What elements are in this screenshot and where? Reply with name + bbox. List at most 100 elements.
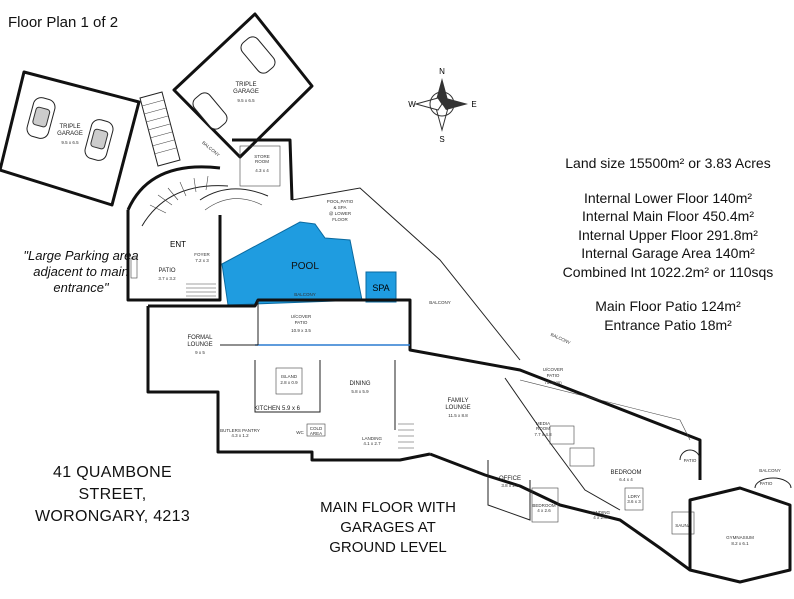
car-icon [192,92,228,130]
kitchen: ISLAND 2.8 x 0.9 KITCHEN 5.9 x 6 BUTLERS… [220,360,326,438]
bedroom2-size: 4 x 2.6 [537,508,551,513]
bed-icon [549,425,575,445]
dining-size: 5.8 x 5.9 [351,389,369,394]
main-floor-patio: Main Floor Patio 124m² [595,298,741,314]
land-size: Land size 15500m² or 3.83 Acres [565,155,771,171]
stairs-top [139,91,181,167]
patio-entry-size: 3.7 x 3.2 [158,276,176,281]
patio-entry-name: PATIO [158,268,175,274]
balcony-tag: BALCONY [201,140,221,158]
store-room-size: 4.3 x 4 [255,168,269,173]
internal-lower: Internal Lower Floor 140m² [583,189,753,206]
office-name: OFFICE [499,476,521,482]
door [130,257,138,279]
landing2-name: LANDING [590,510,611,515]
pool [221,221,363,306]
patio-gym-name: PATIO [760,481,773,486]
address-line1: 41 QUAMBONE STREET, [53,464,172,503]
balcony-tag: BALCONY [429,300,451,305]
stairs [398,423,414,449]
pool-label: POOL [291,261,319,272]
car-icon [84,119,114,161]
foyer-size: 7.2 x 3 [195,258,209,263]
ent-label: ENT [170,240,186,249]
balcony-tag: BALCONY [759,468,781,473]
main-house-walls [146,298,702,572]
formal-lounge-size: 9 x 5 [195,350,205,355]
laundry-name: LDRY [628,494,640,499]
combined-internal: Combined Int 1022.2m² or 110sqs [562,263,774,280]
garage-left-walls [0,70,141,207]
entrance-patio: Entrance Patio 18m² [604,316,732,333]
bedroom-name: BEDROOM [610,470,641,476]
bedroom-size: 6.4 x 4 [619,477,633,482]
internal-main: Internal Main Floor 450.4m² [582,208,754,224]
parking-note: "Large Parking area adjacent to main ent… [23,248,139,295]
car-icon [240,36,276,74]
compass-icon: N W S E [408,67,476,144]
spa-label: SPA [372,283,389,293]
level-caption-line2: GARAGES AT [340,519,436,536]
address-line2: WORONGARY, 4213 [34,508,191,525]
sauna-name: SAUNA [675,523,691,528]
ucover-patio-size: 10.9 x 3.5 [291,328,311,333]
entry-steps [186,283,216,297]
laundry-size: 3.6 x 3 [627,499,641,504]
bed-icon [569,447,595,467]
bedroom2-name: BEDROOM [532,503,556,508]
page-title: Floor Plan 1 of 2 [8,14,119,31]
wc-name: WC [296,430,304,435]
family-lounge-size: 11.5 x 8.8 [448,413,468,418]
gymnasium: PATIO GYMNASIUM 8.2 x 6.1 PATIO [679,449,792,584]
compass-w: W [408,100,416,109]
car-icon [26,97,56,139]
internal-garage: Internal Garage Area 140m² [581,245,755,261]
compass-s: S [439,135,444,144]
dining-name: DINING [350,381,371,387]
media-size: 7.7 x 4.8 [534,432,552,437]
level-caption-line3: GROUND LEVEL [329,539,447,556]
entry-zone: ENT FOYER 7.2 x 3 PATIO 3.7 x 3.2 [126,210,222,302]
gym-name: GYMNASIUM [726,535,754,540]
spa [365,271,397,303]
garage-left-size: 9.5 x 6.5 [61,140,79,145]
landing2-size: 4 x 2.6 [593,515,607,520]
entry-staircase [126,165,269,227]
level-caption: MAIN FLOOR WITH GARAGES AT GROUND LEVEL [318,498,458,558]
landing-size: 4.1 x 2.7 [363,441,381,446]
garage-top-walls [172,12,314,159]
butlers-name: BUTLERS PANTRY [220,428,260,433]
kitchen-name: KITCHEN 5.9 x 6 [254,406,301,412]
island [275,367,303,395]
property-stats: Land size 15500m² or 3.83 Acres Internal… [548,154,788,334]
butlers-size: 4.3 x 1.2 [231,433,249,438]
landing-name: LANDING [362,436,383,441]
balcony-tag: BALCONY [294,292,316,297]
level-caption-line1: MAIN FLOOR WITH [320,499,456,516]
compass-e: E [471,100,476,109]
gym-size: 8.2 x 6.1 [731,541,749,546]
compass-n: N [439,67,445,76]
ucover-right-size: 75.4sqm [544,380,562,385]
office-size: 3.8 x 2.3 [501,483,519,488]
foyer-name: FOYER [194,252,210,257]
garage-top-size: 9.5 x 6.5 [237,98,255,103]
svg-text:PATIO: PATIO [684,458,697,463]
